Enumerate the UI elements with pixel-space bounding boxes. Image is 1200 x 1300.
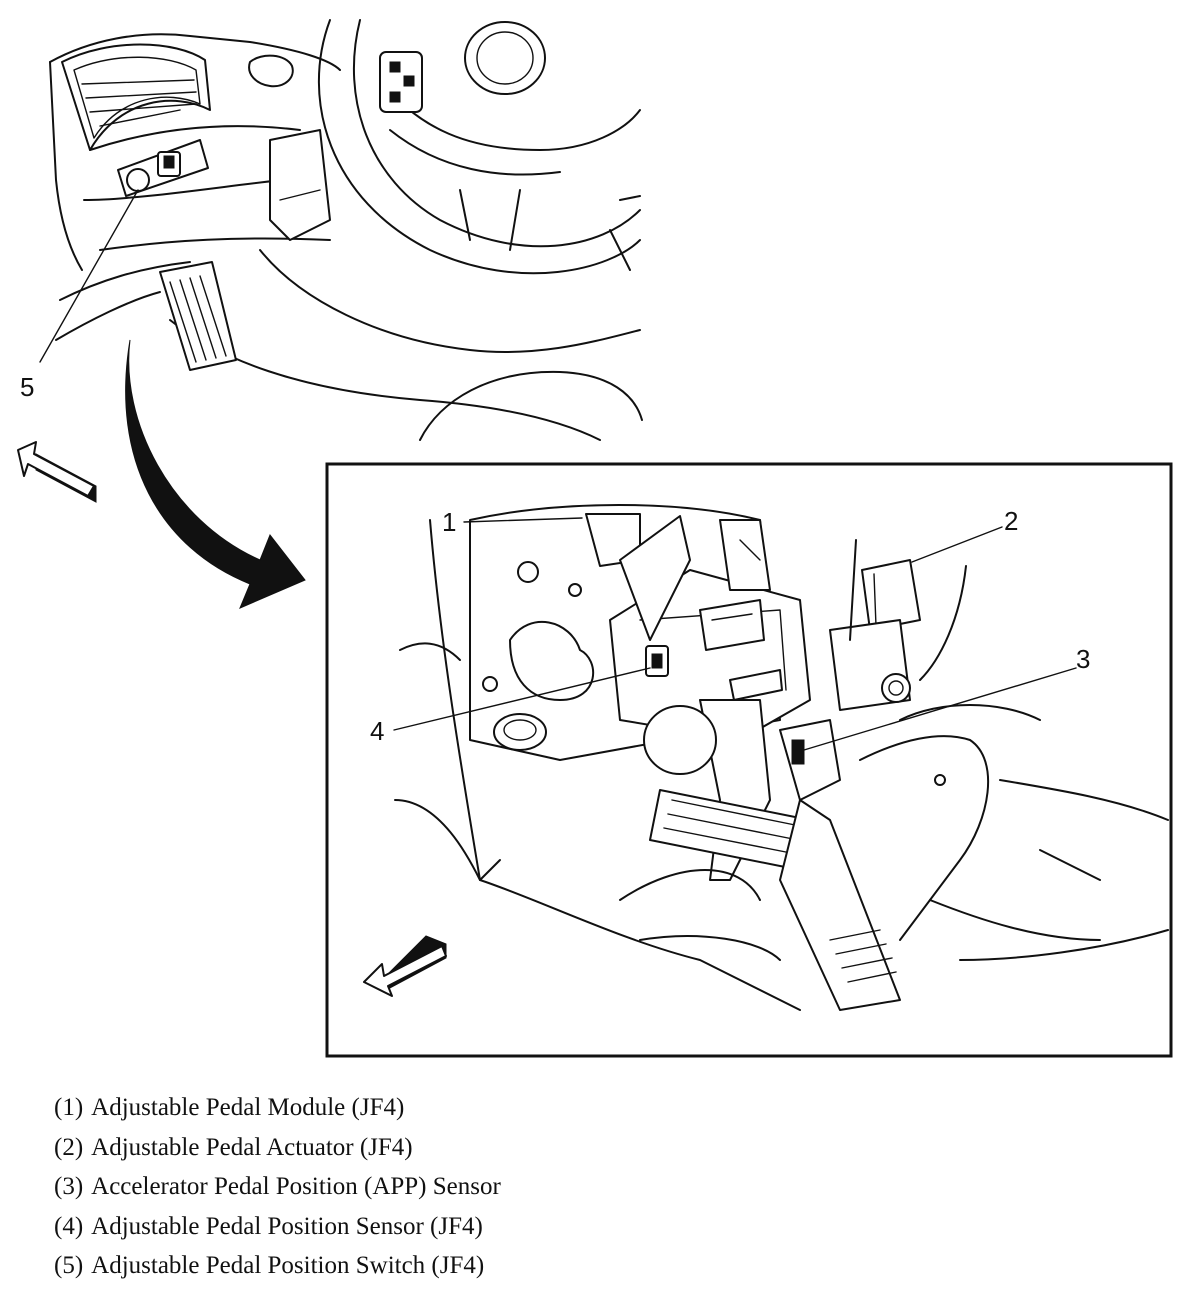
front-direction-arrow-icon bbox=[17, 441, 97, 503]
callout-4: 4 bbox=[370, 716, 384, 746]
callout-1: 1 bbox=[442, 507, 456, 537]
legend-number: (1) bbox=[54, 1094, 84, 1121]
callout-5: 5 bbox=[20, 372, 34, 402]
air-vent-icon bbox=[61, 43, 211, 151]
adjustable-pedal-module bbox=[585, 513, 811, 741]
legend-number: (2) bbox=[54, 1133, 84, 1161]
detail-inset: 1 2 3 4 bbox=[325, 462, 1173, 1058]
adjustable-pedal-position-switch bbox=[117, 139, 209, 197]
front-direction-arrow-icon bbox=[363, 935, 447, 997]
legend-item: (2)Adjustable Pedal Actuator (JF4) bbox=[54, 1128, 501, 1168]
adjustable-pedal-position-sensor bbox=[645, 645, 669, 677]
adjustable-pedal-actuator bbox=[829, 539, 967, 711]
accelerator-pedal-position-sensor bbox=[779, 719, 901, 1011]
legend-item: (5) Adjustable Pedal Position Switch (JF4… bbox=[54, 1246, 501, 1286]
legend-item: (1) Adjustable Pedal Module (JF4) bbox=[54, 1088, 501, 1128]
legend-text: Adjustable Pedal Module (JF4) bbox=[91, 1094, 405, 1121]
overview-illustration: 5 bbox=[20, 19, 643, 441]
accelerator-pedal-overview bbox=[159, 261, 237, 371]
legend-text: Adjustable Pedal Position Switch (JF4) bbox=[91, 1252, 485, 1279]
legend-text: Adjustable Pedal Actuator (JF4) bbox=[91, 1133, 413, 1161]
legend-item: (3) Accelerator Pedal Position (APP) Sens… bbox=[54, 1167, 501, 1207]
legend-number: (5) bbox=[54, 1252, 84, 1279]
callout-2: 2 bbox=[1004, 506, 1018, 536]
callout-3: 3 bbox=[1076, 644, 1090, 674]
legend-number: (3) bbox=[54, 1173, 84, 1200]
steering-wheel bbox=[317, 19, 641, 275]
legend-text: Accelerator Pedal Position (APP) Sensor bbox=[91, 1173, 501, 1200]
legend-list: (1)Adjustable Pedal Module (JF4) (2)Adju… bbox=[54, 1088, 501, 1286]
pedal-diagram: 5 bbox=[17, 19, 1173, 1058]
diagram-stage: 5 bbox=[17, 19, 1173, 1058]
legend-number: (4) bbox=[54, 1212, 84, 1240]
legend-item: (4)Adjustable Pedal Position Sensor (JF4… bbox=[54, 1207, 501, 1247]
curved-zoom-arrow-icon bbox=[125, 339, 306, 609]
legend-text: Adjustable Pedal Position Sensor (JF4) bbox=[91, 1212, 483, 1240]
